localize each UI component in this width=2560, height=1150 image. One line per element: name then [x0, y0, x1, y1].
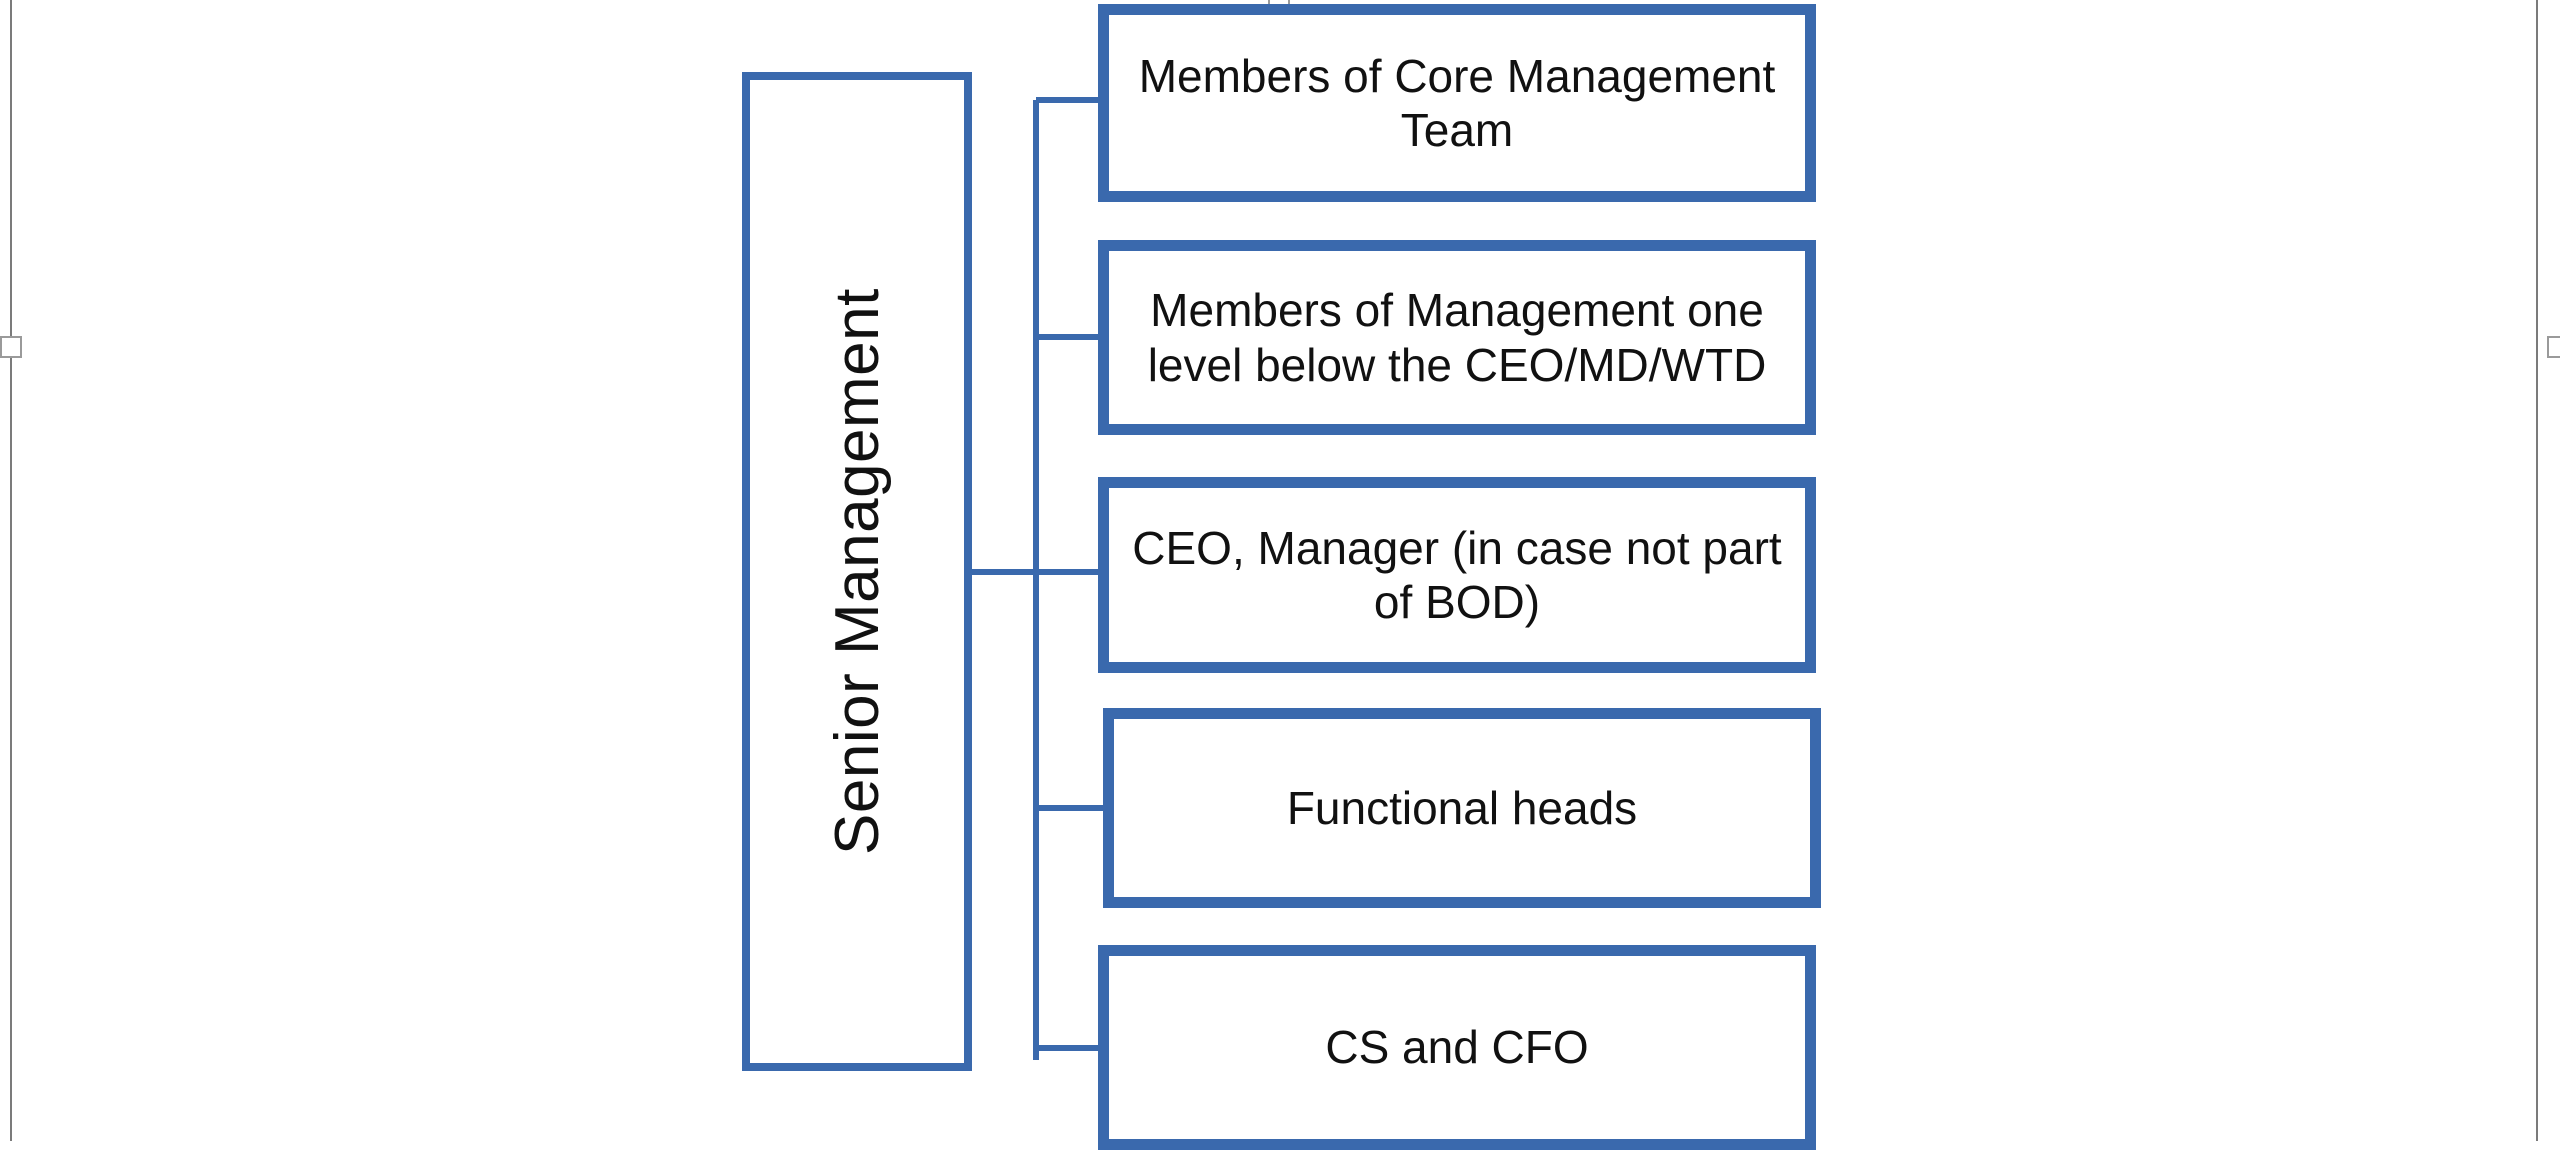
node-cs-and-cfo[interactable]: CS and CFO	[1098, 945, 1816, 1150]
node-functional-heads-label: Functional heads	[1286, 781, 1638, 834]
page-border-left	[10, 0, 12, 1141]
node-functional-heads[interactable]: Functional heads	[1103, 708, 1821, 908]
node-management-one-level-below-label: Members of Management one level below th…	[1147, 284, 1767, 391]
node-ceo-manager[interactable]: CEO, Manager (in case not part of BOD)	[1098, 477, 1816, 673]
node-senior-management[interactable]: Senior Management	[742, 72, 972, 1071]
node-core-management-team-label: Members of Core Management Team	[1138, 49, 1776, 156]
node-management-one-level-below[interactable]: Members of Management one level below th…	[1098, 240, 1816, 435]
node-ceo-manager-label: CEO, Manager (in case not part of BOD)	[1132, 521, 1782, 628]
node-core-management-team[interactable]: Members of Core Management Team	[1098, 4, 1816, 202]
node-cs-and-cfo-label: CS and CFO	[1325, 1021, 1589, 1074]
selection-handle-right-middle[interactable]	[2547, 336, 2560, 358]
page-border-right	[2536, 0, 2538, 1141]
node-senior-management-label: Senior Management	[822, 288, 892, 855]
selection-handle-left-middle[interactable]	[0, 336, 22, 358]
